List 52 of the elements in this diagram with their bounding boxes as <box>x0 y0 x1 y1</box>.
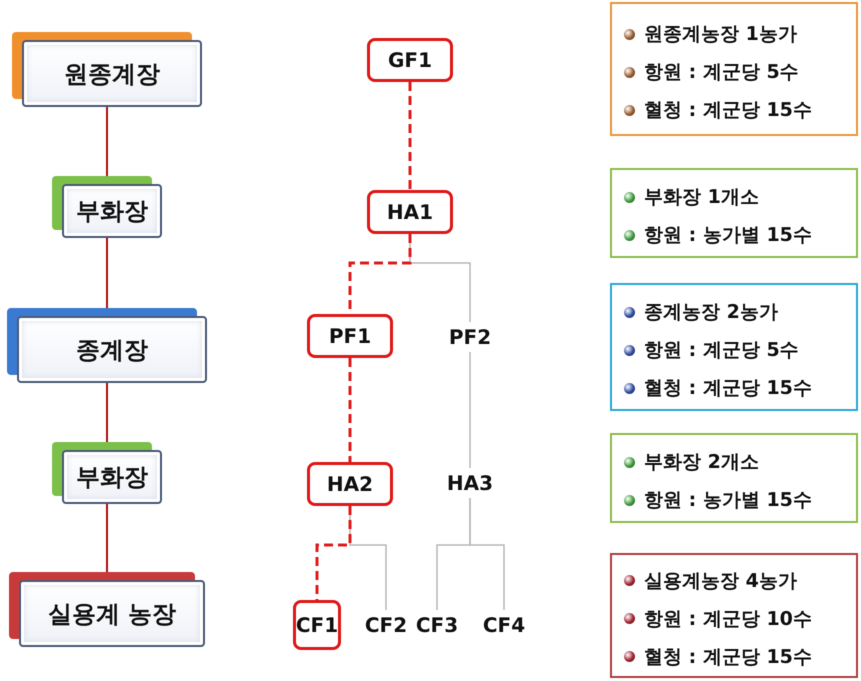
info-line: 부화장 2개소 <box>644 450 759 475</box>
stacked-box <box>9 572 205 647</box>
stage-label: 실용계 농장 <box>48 598 176 630</box>
node-label: CF2 <box>364 613 408 637</box>
stage-label: 부화장 <box>76 462 148 493</box>
node-label: HA3 <box>446 471 494 495</box>
dashed-connector <box>408 82 412 190</box>
info-line: 혈청 : 계군당 15수 <box>644 644 812 670</box>
info-line: 항원 : 농가별 15수 <box>644 223 812 248</box>
stage-label: 부화장 <box>76 196 148 227</box>
highlighted-box <box>367 190 453 234</box>
stacked-box <box>7 308 207 383</box>
node-label: PF2 <box>448 325 492 349</box>
highlighted-box <box>307 462 393 506</box>
info-line: 항원 : 계군당 10수 <box>644 606 812 632</box>
dashed-connector <box>348 358 352 462</box>
node-label: HA1 <box>386 200 434 224</box>
info-line: 혈청 : 계군당 15수 <box>644 98 812 123</box>
info-box <box>610 433 858 523</box>
info-line: 실용계농장 4농가 <box>644 568 797 594</box>
info-line: 부화장 1개소 <box>644 185 759 210</box>
dashed-connector <box>316 506 352 600</box>
info-box <box>610 2 858 136</box>
stacked-box <box>52 442 162 504</box>
node-label: HA2 <box>326 472 374 496</box>
info-line: 종계농장 2농가 <box>644 300 778 325</box>
connector-line <box>106 107 108 176</box>
highlighted-box <box>293 600 341 650</box>
stage-label: 종계장 <box>76 334 148 366</box>
info-line: 혈청 : 계군당 15수 <box>644 376 812 401</box>
info-line: 원종계농장 1농가 <box>644 22 797 47</box>
info-box <box>610 553 858 678</box>
node-label: PF1 <box>328 324 372 348</box>
node-label: CF4 <box>482 613 526 637</box>
node-label: GF1 <box>388 48 432 72</box>
info-box <box>610 283 858 411</box>
connector-line <box>106 504 108 572</box>
connector-line <box>106 383 108 442</box>
stage-label: 원종계장 <box>64 58 160 90</box>
stacked-box <box>52 176 162 238</box>
info-line: 항원 : 계군당 5수 <box>644 60 799 85</box>
connector-line <box>469 498 505 610</box>
stacked-box <box>12 32 202 107</box>
node-label: CF1 <box>296 613 338 637</box>
info-box <box>610 168 858 258</box>
highlighted-box <box>367 38 453 82</box>
node-label: CF3 <box>416 613 458 637</box>
connector-line <box>469 352 471 468</box>
info-line: 항원 : 농가별 15수 <box>644 488 812 513</box>
highlighted-box <box>307 314 393 358</box>
connector-line <box>106 238 108 308</box>
info-line: 항원 : 계군당 5수 <box>644 338 799 363</box>
